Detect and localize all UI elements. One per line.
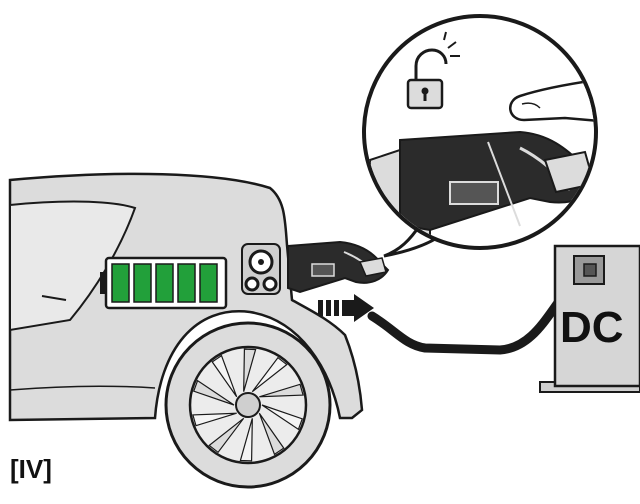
hub xyxy=(235,392,261,418)
wheel-spoke xyxy=(259,383,304,398)
insert-arrow-icon xyxy=(318,294,374,322)
battery-cell xyxy=(155,263,174,303)
wheel-spoke xyxy=(192,379,235,406)
wheel-spoke xyxy=(208,417,245,454)
wheel-spoke xyxy=(261,404,304,431)
dc-charging-station: DC xyxy=(539,244,640,393)
body-crease xyxy=(9,385,156,391)
wheel-spoke xyxy=(258,412,285,456)
padlock-unlocked-icon xyxy=(406,31,460,110)
wheel-spoke xyxy=(192,412,237,427)
door-handle xyxy=(41,295,67,301)
step-label: [IV] xyxy=(10,454,52,484)
charging-port-icon xyxy=(241,243,281,295)
station-label: DC xyxy=(560,303,624,352)
wheel-spoke xyxy=(251,356,288,393)
car-window xyxy=(9,200,137,332)
battery-cell xyxy=(177,263,196,303)
wheel-spokes xyxy=(192,348,304,462)
battery-terminal xyxy=(100,272,108,294)
zoomed-plug xyxy=(399,130,594,232)
wheel-spoke xyxy=(243,348,257,392)
battery-indicator xyxy=(100,256,228,310)
battery-cell xyxy=(111,263,130,303)
battery-cell xyxy=(199,263,218,303)
battery-cells xyxy=(111,263,218,303)
battery-cell xyxy=(133,263,152,303)
wheel xyxy=(164,321,332,489)
wheel-spoke xyxy=(211,354,238,398)
wheel-spoke xyxy=(239,418,253,462)
zoom-callout xyxy=(362,14,598,258)
charging-plug xyxy=(287,240,390,294)
